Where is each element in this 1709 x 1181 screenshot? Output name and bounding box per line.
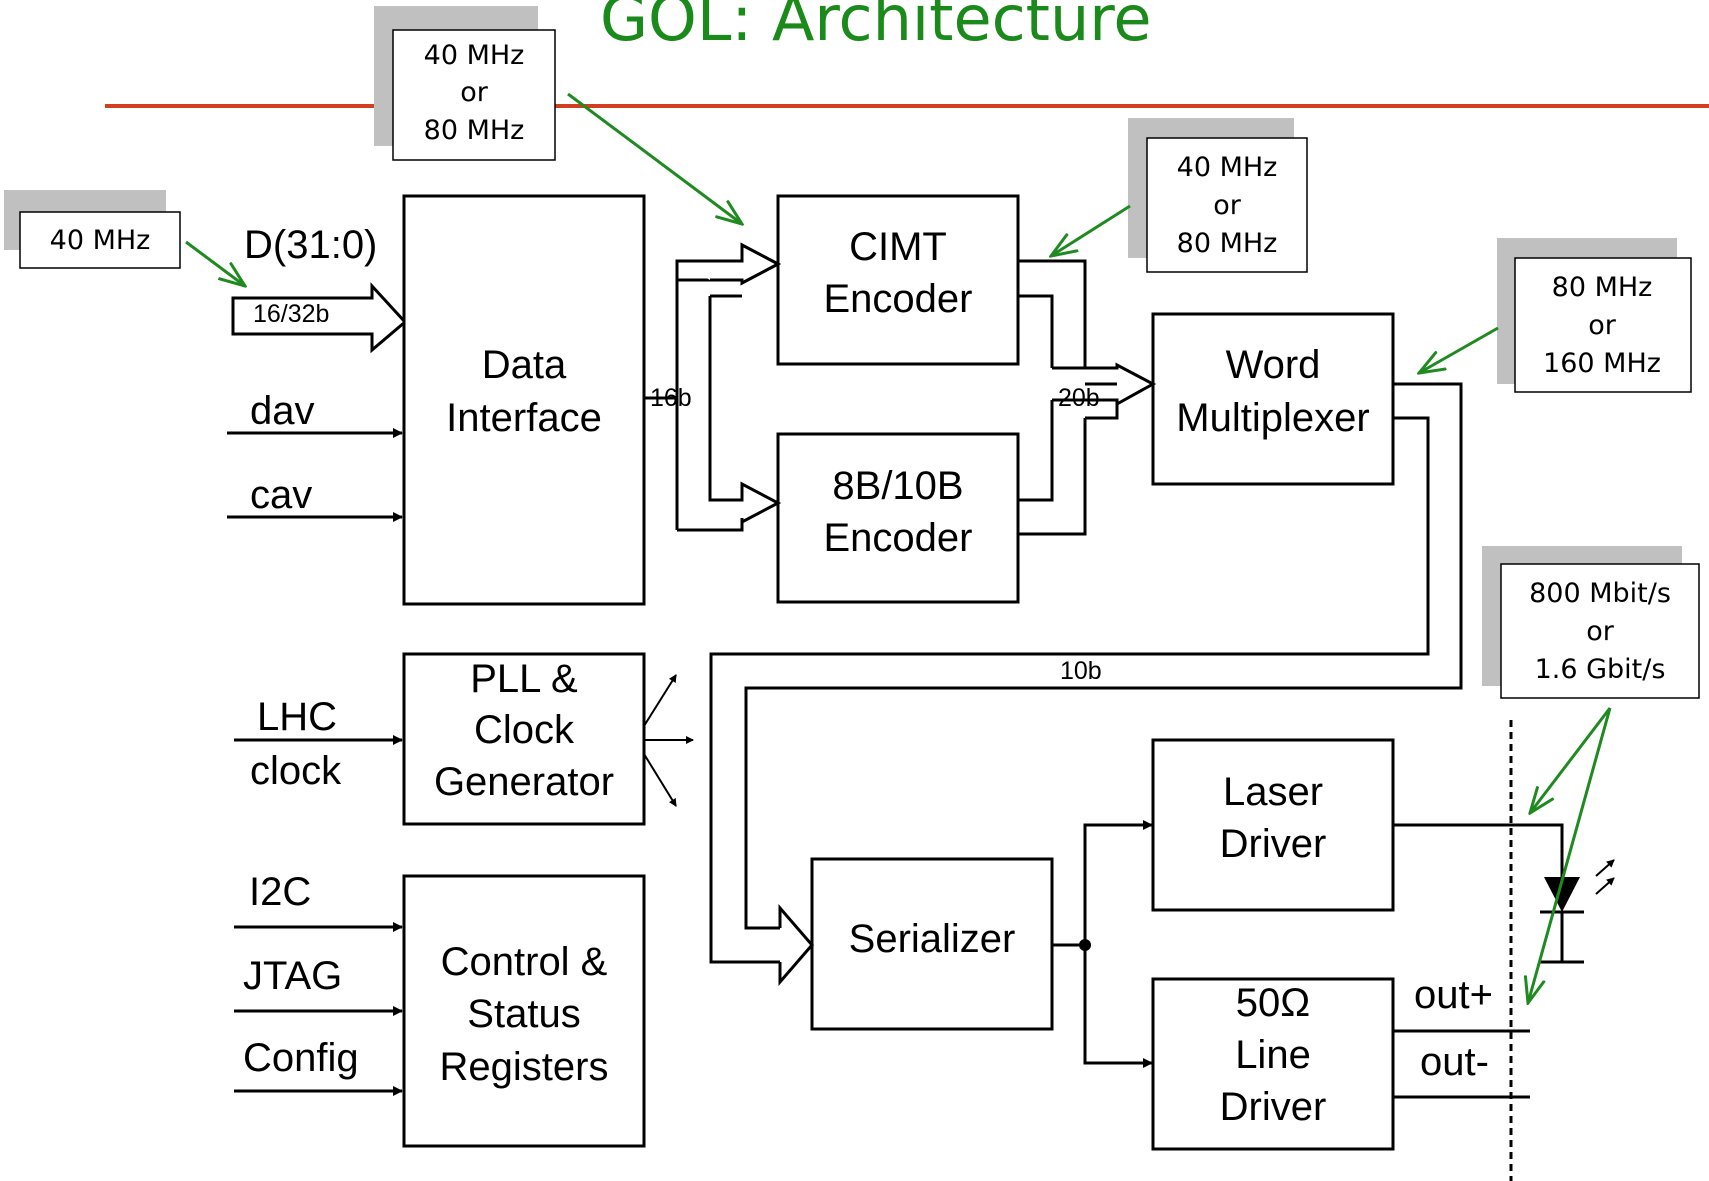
bus-width-20b: 20b <box>1058 384 1100 412</box>
out-plus-label: out+ <box>1414 973 1493 1017</box>
svg-text:80 MHz: 80 MHz <box>1552 272 1653 303</box>
line-driver-block: 50Ω Line Driver <box>1151 977 1395 1151</box>
8b10b-input-bus-lower <box>677 518 744 532</box>
note-mux-clock: 80 MHz or 160 MHz <box>1497 238 1692 393</box>
mux-input-bus-b <box>1085 382 1119 420</box>
pointer-arrow-di <box>567 92 742 224</box>
svg-text:Laser: Laser <box>1223 770 1323 814</box>
svg-text:80 MHz: 80 MHz <box>1177 228 1278 259</box>
pll-clock-outputs <box>643 674 694 807</box>
svg-text:Control &: Control & <box>441 940 608 984</box>
bus-width-16b: 16b <box>650 384 692 412</box>
8b10b-out-wire <box>1018 418 1087 536</box>
pointer-arrow-line <box>1528 707 1612 1003</box>
config-label: Config <box>243 1036 359 1080</box>
bus-width-10b: 10b <box>1060 657 1102 685</box>
cimt-input-bus <box>677 242 782 286</box>
svg-text:40 MHz: 40 MHz <box>50 225 151 256</box>
input-bus <box>231 282 408 354</box>
svg-text:160 MHz: 160 MHz <box>1543 348 1661 379</box>
slide-title: GOL: Architecture <box>600 0 1152 55</box>
svg-text:40 MHz: 40 MHz <box>1177 152 1278 183</box>
to-line-driver-wire <box>1083 945 1153 1068</box>
clock-label: clock <box>250 749 342 793</box>
data-interface-block: Data Interface <box>402 194 646 606</box>
jtag-label: JTAG <box>243 954 342 998</box>
control-status-registers-block: Control & Status Registers <box>402 874 646 1148</box>
8b10b-encoder-block: 8B/10B Encoder <box>776 432 1020 604</box>
svg-text:Encoder: Encoder <box>824 516 973 560</box>
svg-text:Clock: Clock <box>474 708 575 752</box>
svg-text:Registers: Registers <box>440 1045 609 1089</box>
svg-text:1.6 Gbit/s: 1.6 Gbit/s <box>1535 654 1666 685</box>
cav-label: cav <box>250 473 312 517</box>
out-minus-label: out- <box>1420 1040 1489 1084</box>
pointer-arrow-laser <box>1530 707 1612 813</box>
svg-text:or: or <box>1588 310 1617 341</box>
to-laser-wire <box>1083 820 1153 945</box>
svg-text:800 Mbit/s: 800 Mbit/s <box>1529 578 1671 609</box>
svg-text:Driver: Driver <box>1220 1085 1327 1129</box>
svg-text:8B/10B: 8B/10B <box>832 464 963 508</box>
svg-text:40 MHz: 40 MHz <box>424 40 525 71</box>
mux-to-serializer-bus-outer <box>744 382 1463 930</box>
svg-text:80 MHz: 80 MHz <box>424 115 525 146</box>
svg-text:or: or <box>1213 190 1242 221</box>
dav-label: dav <box>250 389 315 433</box>
svg-text:PLL &: PLL & <box>470 657 578 701</box>
svg-text:Serializer: Serializer <box>849 917 1016 961</box>
svg-text:Multiplexer: Multiplexer <box>1176 396 1369 440</box>
data-bus-label: D(31:0) <box>244 223 377 267</box>
pointer-arrow-encoder <box>1051 204 1131 256</box>
i2c-label: I2C <box>249 870 311 914</box>
cimt-encoder-block: CIMT Encoder <box>776 194 1020 366</box>
bus-width-in: 16/32b <box>253 300 329 328</box>
svg-text:Line: Line <box>1235 1033 1311 1077</box>
note-encoder-clock: 40 MHz or 80 MHz <box>1128 118 1308 273</box>
svg-text:or: or <box>460 77 489 108</box>
word-multiplexer-block: Word Multiplexer <box>1151 312 1395 486</box>
note-di-clock: 40 MHz or 80 MHz <box>374 6 556 161</box>
svg-text:CIMT: CIMT <box>849 225 947 269</box>
di-bus-split <box>643 261 742 530</box>
pointer-arrow-input <box>185 240 245 286</box>
8b10b-input-bus <box>710 481 782 525</box>
mux-to-serializer-bus-inner <box>709 416 1430 964</box>
lhc-label: LHC <box>257 695 337 739</box>
8b10b-out-wire-b <box>1018 400 1054 502</box>
laser-driver-block: Laser Driver <box>1151 738 1395 912</box>
svg-text:Interface: Interface <box>446 396 602 440</box>
svg-text:Encoder: Encoder <box>824 277 973 321</box>
svg-text:Word: Word <box>1226 343 1321 387</box>
svg-text:Status: Status <box>467 992 580 1036</box>
laser-diode-icon <box>1540 859 1615 964</box>
svg-text:50Ω: 50Ω <box>1236 981 1310 1025</box>
cimt-out-wire-b <box>1018 294 1054 368</box>
serializer-input-arrow <box>778 903 814 987</box>
svg-text:or: or <box>1586 616 1615 647</box>
svg-text:Generator: Generator <box>434 760 614 804</box>
pointer-arrow-mux <box>1419 326 1499 373</box>
laser-out-wire <box>1393 823 1564 877</box>
serializer-block: Serializer <box>810 857 1054 1031</box>
note-input-clock: 40 MHz <box>4 190 181 269</box>
pll-clock-generator-block: PLL & Clock Generator <box>402 652 646 826</box>
cimt-out-wire <box>1018 259 1087 384</box>
svg-text:Data: Data <box>482 343 567 387</box>
note-output-rate: 800 Mbit/s or 1.6 Gbit/s <box>1482 546 1700 699</box>
svg-text:Driver: Driver <box>1220 822 1327 866</box>
